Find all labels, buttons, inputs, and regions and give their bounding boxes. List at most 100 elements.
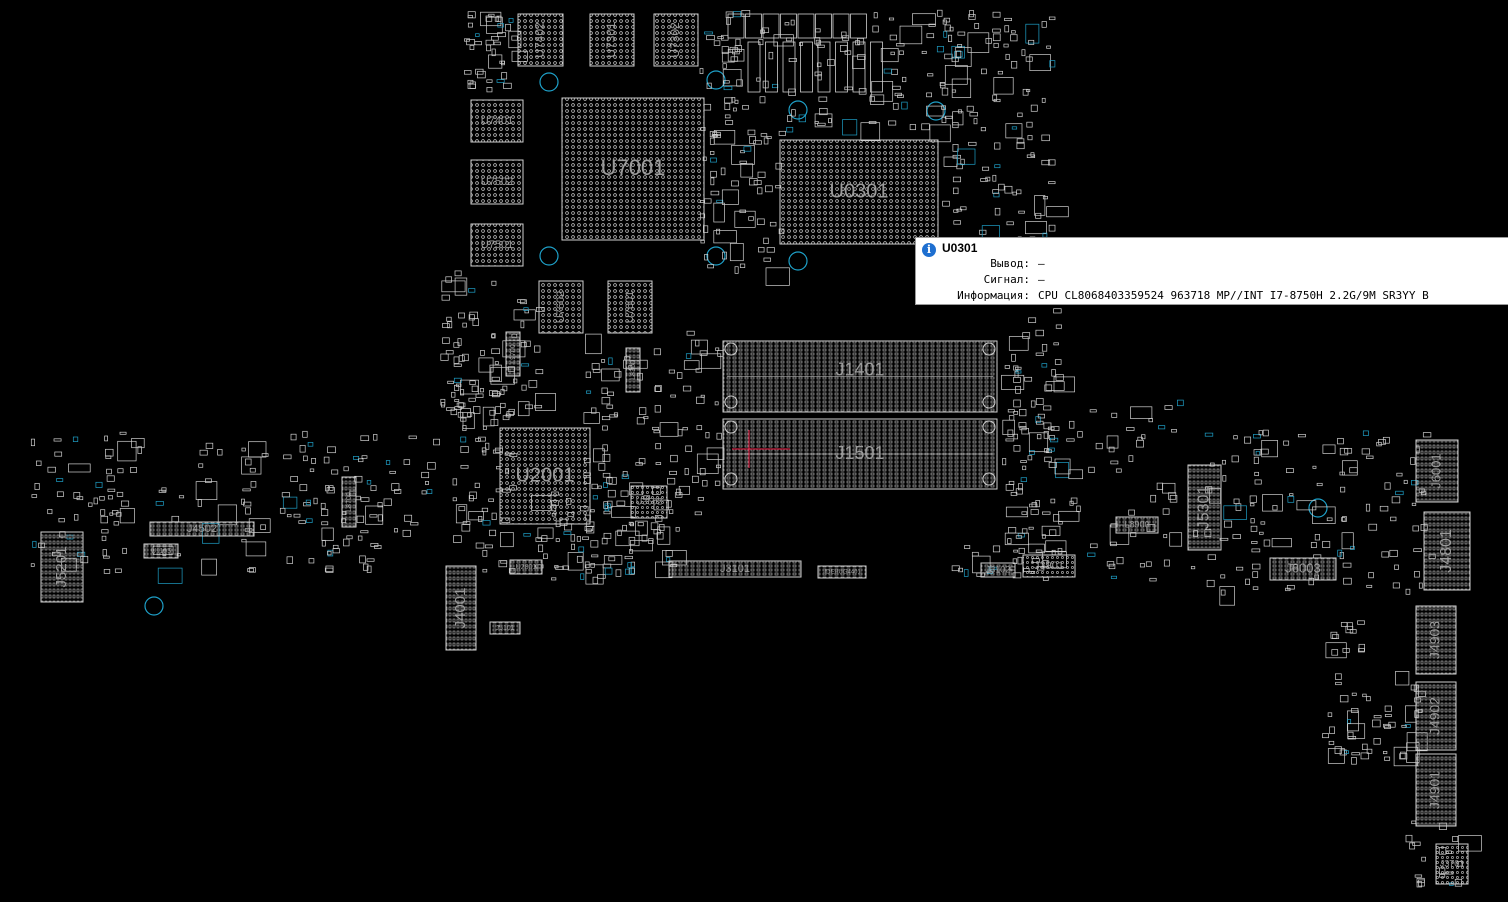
passive-part — [122, 547, 127, 554]
passive-part — [1048, 16, 1056, 21]
component-jdebug4401[interactable]: JDEBUG4401 — [817, 565, 867, 579]
passive-part — [468, 511, 484, 521]
passive-part — [365, 505, 384, 525]
passive-part — [1158, 425, 1166, 430]
component-j3701[interactable]: J3701 — [1435, 843, 1469, 885]
passive-part — [1297, 434, 1306, 438]
passive-part — [1412, 525, 1419, 532]
passive-part — [1048, 159, 1056, 166]
passive-part — [652, 426, 660, 430]
passive-part — [1366, 696, 1371, 702]
component-u7501[interactable]: U7501 — [470, 223, 524, 267]
passive-part — [475, 542, 485, 549]
component-label: J3701 — [1440, 858, 1465, 868]
passive-part — [873, 12, 878, 19]
component-j5201[interactable]: J5201 — [40, 531, 84, 603]
passive-part — [454, 399, 460, 402]
component-u7301[interactable]: U7301 — [589, 13, 635, 67]
component-j3102[interactable]: J3102 — [980, 562, 1016, 578]
component-u7302[interactable]: U7302 — [653, 13, 699, 67]
passive-part — [617, 529, 622, 536]
passive-part — [956, 50, 962, 59]
passive-part — [706, 35, 715, 41]
passive-part — [450, 408, 458, 416]
passive-part — [305, 499, 311, 505]
passive-part — [502, 415, 510, 421]
passive-part — [1341, 532, 1354, 550]
passive-part — [1261, 440, 1278, 458]
component-u3502[interactable]: U3502 — [630, 485, 668, 519]
component-j3901[interactable]: J3901 — [1022, 554, 1076, 578]
component-j1401[interactable]: J1401 — [722, 340, 998, 413]
passive-part — [1220, 589, 1226, 596]
component-u2801[interactable]: U2801 — [509, 559, 543, 575]
passive-part — [816, 62, 822, 68]
component-outline — [499, 427, 591, 525]
component-l9700[interactable]: L9700 — [505, 331, 521, 377]
passive-part — [1110, 460, 1119, 465]
passive-part — [1251, 548, 1261, 553]
passive-part — [537, 527, 554, 539]
passive-part — [343, 466, 349, 472]
component-l8900[interactable]: L8900 — [1115, 516, 1159, 534]
passive-part — [997, 70, 1003, 75]
component-j6003[interactable]: J6003 — [1269, 557, 1337, 581]
passive-part — [1035, 352, 1044, 356]
component-j4001[interactable]: J4001 — [445, 565, 477, 651]
passive-part — [468, 314, 475, 321]
passive-part — [1029, 503, 1038, 508]
component-j4801[interactable]: J4801 — [1423, 511, 1471, 591]
passive-part — [766, 247, 775, 253]
passive-part — [468, 495, 474, 502]
passive-part — [505, 23, 511, 32]
passive-part — [1361, 448, 1370, 455]
component-u1105[interactable]: U1105 — [143, 543, 179, 559]
component-u2001[interactable]: U2001 — [499, 427, 591, 525]
component-u7502[interactable]: U7502 — [470, 159, 524, 205]
passive-part — [1054, 359, 1062, 365]
passive-part — [479, 388, 484, 393]
component-j1501[interactable]: J1501 — [722, 418, 998, 490]
passive-part — [585, 333, 602, 355]
passive-part — [1366, 748, 1373, 754]
passive-part — [1405, 834, 1413, 843]
component-j4502[interactable]: J4502 — [149, 521, 255, 537]
passive-part — [1049, 447, 1055, 452]
passive-part — [1312, 506, 1336, 524]
passive-part — [1002, 419, 1015, 435]
passive-part — [511, 35, 518, 41]
component-u7601[interactable]: U7601 — [607, 280, 653, 334]
component-j3101[interactable]: J3101 — [668, 560, 802, 578]
passive-part — [1077, 431, 1083, 438]
passive-part — [944, 53, 953, 60]
passive-part — [453, 363, 462, 367]
passive-part — [601, 359, 606, 363]
passive-part — [635, 520, 648, 536]
component-l8300[interactable]: L8300 — [625, 347, 641, 393]
component-j4901[interactable]: J4901 — [1415, 753, 1457, 827]
passive-part — [303, 502, 311, 507]
component-u0301[interactable]: U0301 — [779, 139, 939, 245]
passive-part — [721, 34, 729, 41]
component-l8700[interactable]: L8700 — [341, 476, 357, 528]
passive-part — [713, 40, 721, 46]
component-u7001[interactable]: U7001 — [561, 97, 705, 241]
passive-part — [729, 46, 738, 53]
component-j5101[interactable]: J5101 — [489, 621, 521, 635]
passive-part — [655, 462, 662, 465]
component-j4903[interactable]: J4903 — [1415, 605, 1457, 675]
component-j5301[interactable]: J5301 — [1187, 464, 1222, 551]
component-u7401[interactable]: U7401 — [470, 99, 524, 143]
component-j4902[interactable]: J4902 — [1415, 681, 1457, 751]
component-j6001[interactable]: J6001 — [1415, 439, 1459, 503]
passive-part — [1245, 578, 1250, 585]
passive-part — [1051, 369, 1056, 377]
component-u7402[interactable]: U7402 — [517, 13, 564, 67]
passive-part — [602, 444, 608, 452]
passive-part — [1005, 506, 1029, 518]
mounting-hole — [706, 70, 726, 90]
passive-part — [486, 87, 493, 93]
component-u7602[interactable]: U7602 — [538, 280, 584, 334]
passive-part — [968, 141, 977, 146]
